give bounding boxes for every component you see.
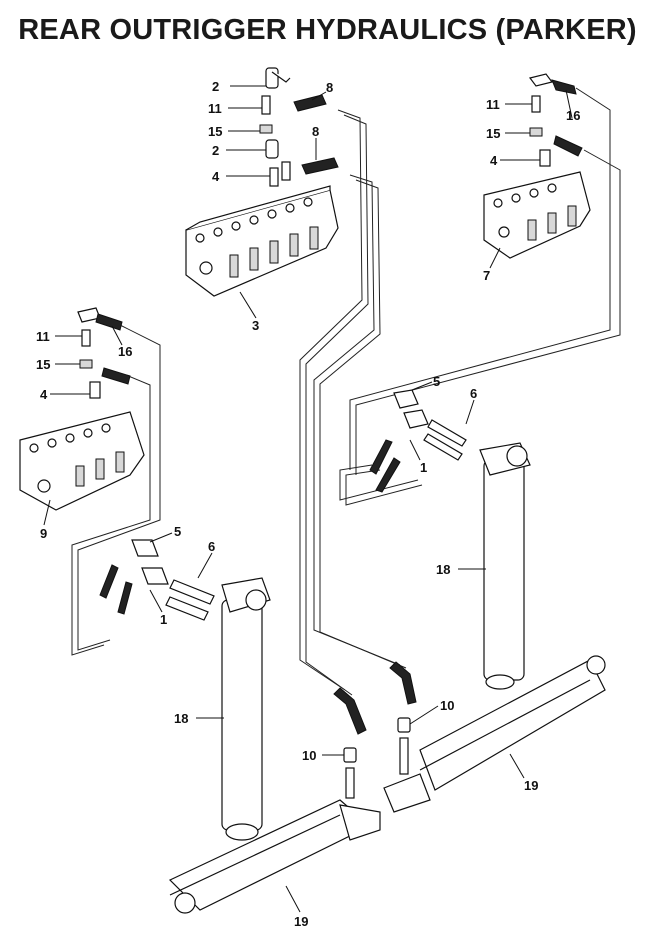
callout-10-left: 10 — [302, 748, 316, 763]
callout-15-right: 15 — [486, 126, 500, 141]
control-valve-left — [19, 411, 145, 511]
callout-16-left: 16 — [118, 344, 132, 359]
pins-right — [369, 389, 467, 493]
callout-19-right: 19 — [524, 778, 538, 793]
callout-4-left: 4 — [40, 387, 48, 402]
callout-2-mid: 2 — [212, 143, 219, 158]
leader-lines — [43, 85, 573, 913]
callout-18-left: 18 — [174, 711, 188, 726]
callout-4-right: 4 — [490, 153, 498, 168]
control-valve-center — [185, 185, 339, 297]
callout-1-left: 1 — [160, 612, 167, 627]
hose-routing — [71, 87, 621, 696]
cylinder-right-vertical — [479, 442, 531, 690]
cylinder-left-vertical — [221, 577, 271, 841]
callout-15-left: 15 — [36, 357, 50, 372]
callout-19-left: 19 — [294, 914, 308, 929]
callout-6-right: 6 — [470, 386, 477, 401]
callout-labels: 2 11 15 2 4 8 8 3 11 15 4 16 7 11 15 4 1… — [36, 79, 580, 929]
callout-10-right: 10 — [440, 698, 454, 713]
callout-11-center: 11 — [208, 101, 222, 116]
callout-5-right: 5 — [433, 374, 440, 389]
pins-left — [99, 539, 215, 621]
callout-3: 3 — [252, 318, 259, 333]
callout-8-top: 8 — [326, 80, 333, 95]
callout-9: 9 — [40, 526, 47, 541]
callout-11-right: 11 — [486, 97, 500, 112]
callout-5-left: 5 — [174, 524, 181, 539]
fittings-right — [528, 73, 583, 167]
callout-11-left: 11 — [36, 329, 50, 344]
callout-15-center: 15 — [208, 124, 222, 139]
fittings-center — [259, 67, 339, 187]
callout-16-right: 16 — [566, 108, 580, 123]
callout-7: 7 — [483, 268, 490, 283]
callout-2-top: 2 — [212, 79, 219, 94]
callout-8-mid: 8 — [312, 124, 319, 139]
fittings-left — [77, 307, 131, 399]
fittings-right-bottom — [389, 661, 417, 775]
outrigger-beam-right — [383, 655, 606, 813]
page-title: REAR OUTRIGGER HYDRAULICS (PARKER) — [18, 14, 637, 46]
control-valve-right — [483, 171, 591, 259]
fittings-left-bottom — [333, 687, 367, 799]
callout-1-right: 1 — [420, 460, 427, 475]
outrigger-beam-left — [168, 799, 381, 914]
callout-6-left: 6 — [208, 539, 215, 554]
callout-18-right: 18 — [436, 562, 450, 577]
callout-4-center: 4 — [212, 169, 220, 184]
